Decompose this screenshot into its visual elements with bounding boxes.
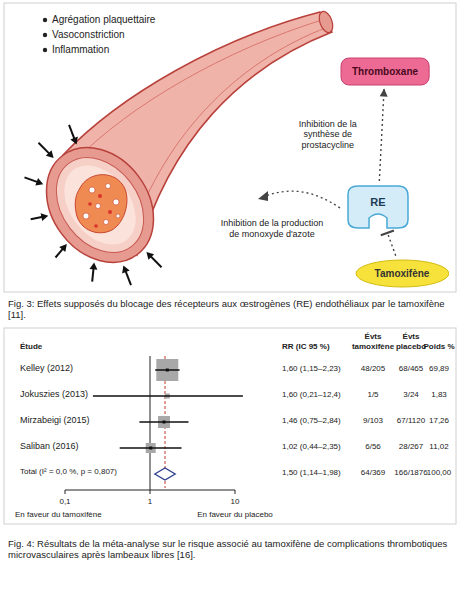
label: En faveur du placebo xyxy=(180,510,290,520)
arrowhead xyxy=(70,137,77,145)
vessel-lumen xyxy=(38,141,161,270)
label: Inflammation xyxy=(52,44,252,56)
inhibition-bar xyxy=(381,230,394,235)
table-cell: 1,02 (0,44–2,35) xyxy=(282,442,356,452)
table-cell: 9/103 xyxy=(351,416,395,426)
table-cell: Poids % xyxy=(422,342,456,352)
table-cell: Kelley (2012) xyxy=(20,363,75,374)
table-cell: 64/369 xyxy=(351,468,395,478)
label: 10 xyxy=(220,497,250,507)
inward-arrows xyxy=(24,125,161,285)
vessel-lumen xyxy=(50,152,151,258)
label: 0,1 xyxy=(50,497,80,507)
inhibition-connector xyxy=(379,88,387,181)
table-cell: Saliban (2016) xyxy=(20,441,81,452)
table-cell: 1/5 xyxy=(351,390,395,400)
point xyxy=(166,369,169,372)
table-cell: 100,00 xyxy=(422,468,456,478)
point xyxy=(149,447,152,450)
tick xyxy=(150,490,151,494)
dotted-line xyxy=(379,88,384,181)
table-cell: Évts tamoxifène xyxy=(351,332,395,351)
table-cell: 3/24 xyxy=(392,390,430,400)
null-line xyxy=(150,356,151,490)
node-text: RE xyxy=(370,196,385,208)
figure-caption: Fig. 4: Résultats de la méta-analyse sur… xyxy=(8,538,452,561)
thromboxane-box: Thromboxane xyxy=(340,57,430,86)
table-cell: 11,02 xyxy=(422,442,456,452)
box-fill xyxy=(341,58,429,85)
label: 1 xyxy=(135,497,165,507)
table-cell: Total (I² = 0,0 %, p = 0,807) xyxy=(20,467,119,477)
clot xyxy=(75,175,127,233)
table-frame xyxy=(4,328,456,524)
arrowhead xyxy=(46,150,54,158)
table-cell: 68/465 xyxy=(392,364,430,374)
arrowhead xyxy=(89,262,97,269)
table-cell: 166/1876 xyxy=(392,468,430,478)
table-cell: 67/1120 xyxy=(392,416,430,426)
table-cell: 1,50 (1,14–1,98) xyxy=(282,468,356,478)
tick xyxy=(65,490,66,494)
red-cells xyxy=(88,194,112,228)
arrowhead xyxy=(380,88,388,96)
table-cell: 1,60 (1,15–2,23) xyxy=(282,364,356,374)
table-cell: Mirzabeigi (2015) xyxy=(20,415,92,426)
table-cell: RR (IC 95 %) xyxy=(282,342,356,352)
figure-frame xyxy=(4,3,456,292)
bullet xyxy=(43,33,47,37)
dotted-arrow xyxy=(266,191,340,208)
receptor-fill xyxy=(348,186,408,228)
oval-fill xyxy=(356,260,449,287)
figure-caption: Fig. 3: Effets supposés du blocage des r… xyxy=(8,298,452,321)
table-cell: 1,46 (0,75–2,84) xyxy=(282,416,356,426)
table-cell: 28/267 xyxy=(392,442,430,452)
table-cell: 69,89 xyxy=(422,364,456,374)
edge-label: Inhibition de la synthèse de prostacycli… xyxy=(282,119,374,151)
drug-oval: Tamoxifène xyxy=(355,259,450,288)
table-cell: 48/205 xyxy=(351,364,395,374)
table-cell: 17,26 xyxy=(422,416,456,426)
point xyxy=(163,421,166,424)
vessel-end xyxy=(317,10,336,35)
node-text: Thromboxane xyxy=(352,66,418,77)
table-cell: 1,83 xyxy=(422,390,456,400)
label: Vasoconstriction xyxy=(52,29,252,41)
bullet xyxy=(43,48,47,52)
arrowhead xyxy=(122,265,129,273)
table-cell: 1,60 (0,21–12,4) xyxy=(282,390,356,400)
dotted-line xyxy=(387,233,395,256)
vessel-opening xyxy=(24,127,175,284)
label: Inhibition de la production de monoxyde … xyxy=(218,218,326,240)
bullet xyxy=(43,18,47,22)
ci-line xyxy=(93,395,243,397)
receptor-shape: RE xyxy=(346,184,410,230)
node-text: Tamoxifène xyxy=(375,268,430,279)
inhibition-connector xyxy=(381,230,396,255)
arrowhead xyxy=(35,178,43,186)
arrowhead xyxy=(59,244,67,252)
ci-line xyxy=(139,421,188,423)
arrowhead xyxy=(41,213,49,221)
platelets xyxy=(83,184,120,225)
pooled-diamond xyxy=(155,468,175,480)
arrowhead xyxy=(258,191,268,201)
label: En faveur du tamoxifène xyxy=(15,510,145,520)
ci-line xyxy=(155,369,179,371)
table-cell: Étude xyxy=(20,342,80,352)
forest-rows xyxy=(93,359,243,480)
label: Agrégation plaquettaire xyxy=(52,14,252,26)
arrowhead xyxy=(146,252,154,260)
tick xyxy=(235,490,236,494)
ci-line xyxy=(120,447,182,449)
table-cell: Jokuszies (2013) xyxy=(20,389,90,400)
table-cell: 6/56 xyxy=(351,442,395,452)
